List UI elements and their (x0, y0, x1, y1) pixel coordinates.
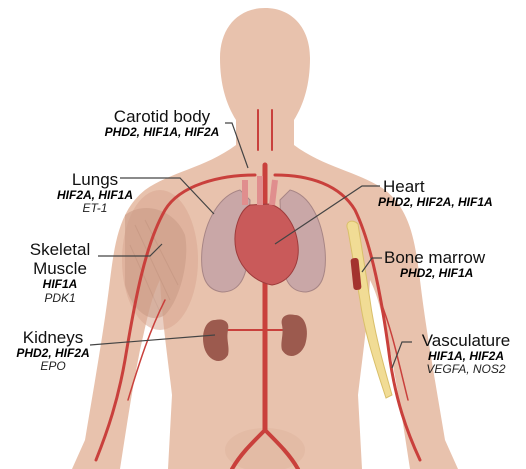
label-kidneys: Kidneys PHD2, HIF2A EPO (8, 328, 98, 374)
target-list: ET-1 (35, 202, 155, 215)
organ-name: Heart (378, 177, 526, 196)
gene-list: PHD2, HIF1A (384, 267, 502, 280)
gene-list: HIF1A (14, 278, 106, 291)
gene-list: PHD2, HIF1A, HIF2A (90, 126, 234, 139)
target-list: PDK1 (14, 292, 106, 305)
organ-name: Carotid body (90, 107, 234, 126)
target-list: EPO (8, 360, 98, 373)
target-list: VEGFA, NOS2 (414, 363, 518, 376)
label-carotid-body: Carotid body PHD2, HIF1A, HIF2A (90, 107, 234, 139)
gene-list: PHD2, HIF2A (8, 347, 98, 360)
organ-name-line2: Muscle (14, 259, 106, 278)
organ-name: Kidneys (8, 328, 98, 347)
label-bone-marrow: Bone marrow PHD2, HIF1A (384, 248, 502, 280)
gene-list: PHD2, HIF2A, HIF1A (378, 196, 526, 209)
organ-name: Vasculature (414, 331, 518, 350)
label-heart: Heart PHD2, HIF2A, HIF1A (378, 177, 526, 209)
gene-list: HIF1A, HIF2A (414, 350, 518, 363)
organ-name: Skeletal (14, 240, 106, 259)
label-lungs: Lungs HIF2A, HIF1A ET-1 (35, 170, 155, 216)
organ-name: Bone marrow (384, 248, 502, 267)
label-vasculature: Vasculature HIF1A, HIF2A VEGFA, NOS2 (414, 331, 518, 377)
label-skeletal-muscle: Skeletal Muscle HIF1A PDK1 (14, 240, 106, 305)
gene-list: HIF2A, HIF1A (35, 189, 155, 202)
organ-name: Lungs (35, 170, 155, 189)
